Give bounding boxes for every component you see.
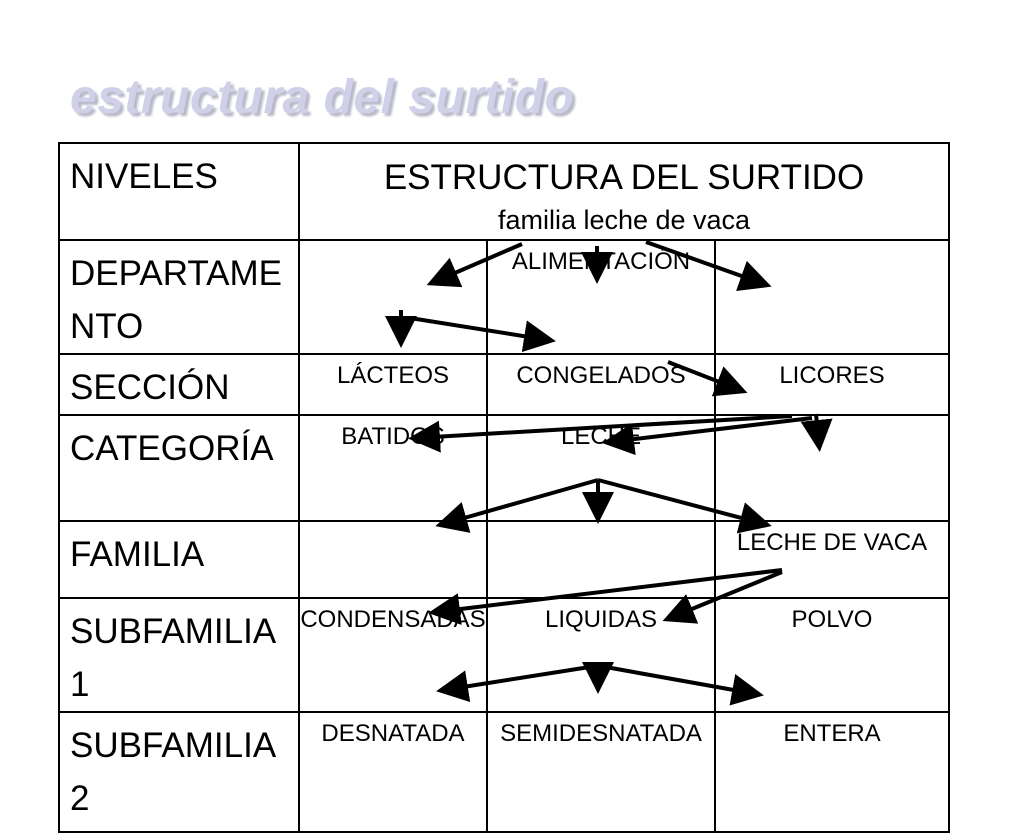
- value-cell: LECHE: [486, 414, 716, 522]
- assortment-structure-table: NIVELES ESTRUCTURA DEL SURTIDO familia l…: [58, 142, 951, 833]
- value-label: LICORES: [779, 362, 885, 389]
- value-cell: [713, 414, 951, 522]
- level-cell: SECCIÓN: [58, 353, 300, 416]
- header-structure-title: ESTRUCTURA DEL SURTIDO: [383, 158, 865, 197]
- value-cell: LECHE DE VACA: [713, 520, 951, 599]
- level-cell: FAMILIA: [58, 520, 300, 599]
- header-row: NIVELES ESTRUCTURA DEL SURTIDO familia l…: [58, 142, 951, 241]
- value-cell: LIQUIDAS: [486, 597, 716, 713]
- header-levels-label: NIVELES: [70, 157, 218, 196]
- level-cell: SUBFAMILIA 1: [58, 597, 300, 713]
- header-levels-cell: NIVELES: [58, 142, 300, 241]
- value-cell: LÁCTEOS: [298, 353, 488, 416]
- level-cell: CATEGORÍA: [58, 414, 300, 522]
- level-label: SUBFAMILIA 1: [70, 612, 275, 704]
- level-label: SECCIÓN: [70, 368, 230, 407]
- value-label: BATIDOS: [341, 423, 445, 450]
- value-label: SEMIDESNATADA: [500, 720, 702, 747]
- value-cell: DESNATADA: [298, 711, 488, 833]
- table-row-subfamily-2: SUBFAMILIA 2 DESNATADA SEMIDESNATADA ENT…: [58, 711, 951, 833]
- value-cell: [713, 239, 951, 355]
- level-cell: DEPARTAMENTO: [58, 239, 300, 355]
- value-cell: [298, 239, 488, 355]
- slide-title: estructura del surtido: [70, 71, 575, 124]
- value-label: [488, 522, 714, 526]
- table-row-subfamily-1: SUBFAMILIA 1 CONDENSADAS LIQUIDAS POLVO: [58, 597, 951, 713]
- header-structure-subtitle: familia leche de vaca: [497, 205, 751, 235]
- value-label: LIQUIDAS: [544, 606, 658, 633]
- value-label: ENTERA: [783, 720, 881, 747]
- value-label: LECHE: [560, 423, 642, 450]
- level-label: DEPARTAMENTO: [70, 254, 282, 346]
- value-cell: POLVO: [713, 597, 951, 713]
- level-cell: SUBFAMILIA 2: [58, 711, 300, 833]
- value-label: [716, 416, 948, 420]
- level-label: SUBFAMILIA 2: [70, 726, 275, 818]
- value-cell: ENTERA: [713, 711, 951, 833]
- value-label: CONGELADOS: [516, 362, 686, 389]
- table-row-department: DEPARTAMENTO ALIMENTACIÓN: [58, 239, 951, 355]
- value-label: CONDENSADAS: [300, 606, 486, 633]
- value-label: [716, 241, 948, 245]
- value-cell: CONDENSADAS: [298, 597, 488, 713]
- header-structure-cell: ESTRUCTURA DEL SURTIDO familia leche de …: [297, 142, 951, 241]
- value-cell: ALIMENTACIÓN: [486, 239, 716, 355]
- value-cell: [486, 520, 716, 599]
- value-label: [300, 522, 486, 526]
- value-label: LECHE DE VACA: [736, 529, 928, 556]
- table-row-family: FAMILIA LECHE DE VACA: [58, 520, 951, 599]
- value-label: POLVO: [791, 606, 873, 633]
- value-cell: LICORES: [713, 353, 951, 416]
- table-row-section: SECCIÓN LÁCTEOS CONGELADOS LICORES: [58, 353, 951, 416]
- value-label: ALIMENTACIÓN: [511, 248, 691, 275]
- level-label: CATEGORÍA: [70, 429, 274, 468]
- value-cell: CONGELADOS: [486, 353, 716, 416]
- table-row-category: CATEGORÍA BATIDOS LECHE: [58, 414, 951, 522]
- value-label: [300, 241, 486, 245]
- level-label: FAMILIA: [70, 535, 205, 574]
- value-cell: SEMIDESNATADA: [486, 711, 716, 833]
- value-cell: BATIDOS: [298, 414, 488, 522]
- value-label: LÁCTEOS: [336, 362, 450, 389]
- value-label: DESNATADA: [321, 720, 465, 747]
- value-cell: [298, 520, 488, 599]
